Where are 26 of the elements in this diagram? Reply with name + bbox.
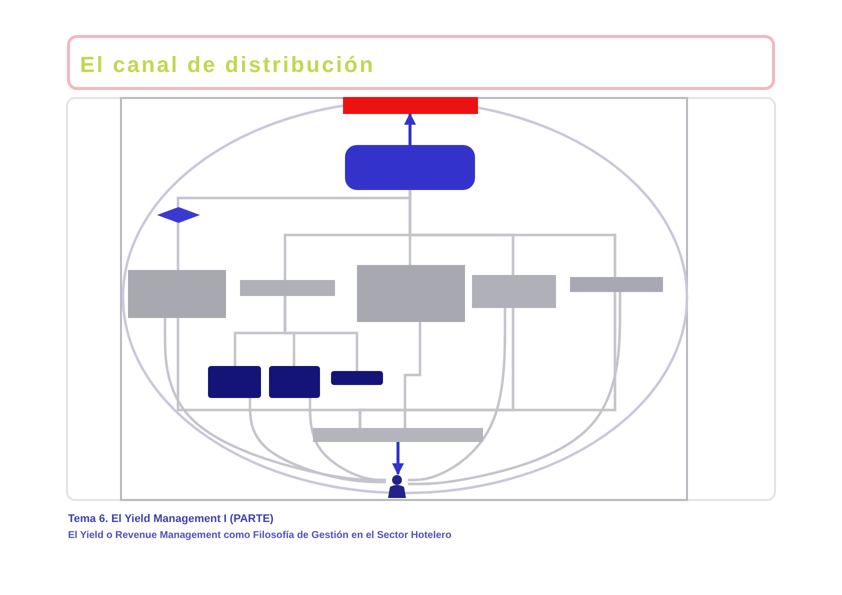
connector-line bbox=[408, 292, 622, 486]
decision-diamond bbox=[157, 207, 200, 223]
connector-line bbox=[408, 308, 506, 482]
connector-line bbox=[404, 322, 422, 428]
bar bbox=[331, 371, 383, 385]
bar bbox=[570, 277, 663, 292]
connector-line bbox=[284, 296, 358, 371]
bar bbox=[240, 280, 335, 296]
bar bbox=[313, 428, 483, 442]
connector-line bbox=[176, 223, 180, 270]
person-icon bbox=[386, 474, 408, 498]
slide-title: El canal de distribución bbox=[80, 52, 375, 78]
box bbox=[357, 265, 465, 322]
arrow bbox=[392, 442, 404, 476]
box bbox=[208, 366, 261, 398]
bar bbox=[343, 97, 478, 114]
box bbox=[345, 145, 475, 190]
box bbox=[269, 366, 320, 398]
box bbox=[472, 275, 556, 308]
arrow bbox=[404, 112, 416, 145]
box bbox=[128, 270, 226, 318]
footer-heading: Tema 6. El Yield Management I (PARTE) bbox=[68, 513, 274, 525]
footer-subtitle: El Yield o Revenue Management como Filosofía de Gestión en el Sector Hotelero bbox=[68, 530, 452, 541]
connector-line bbox=[358, 292, 616, 428]
connector-line bbox=[248, 398, 386, 484]
connector-line bbox=[308, 398, 386, 482]
